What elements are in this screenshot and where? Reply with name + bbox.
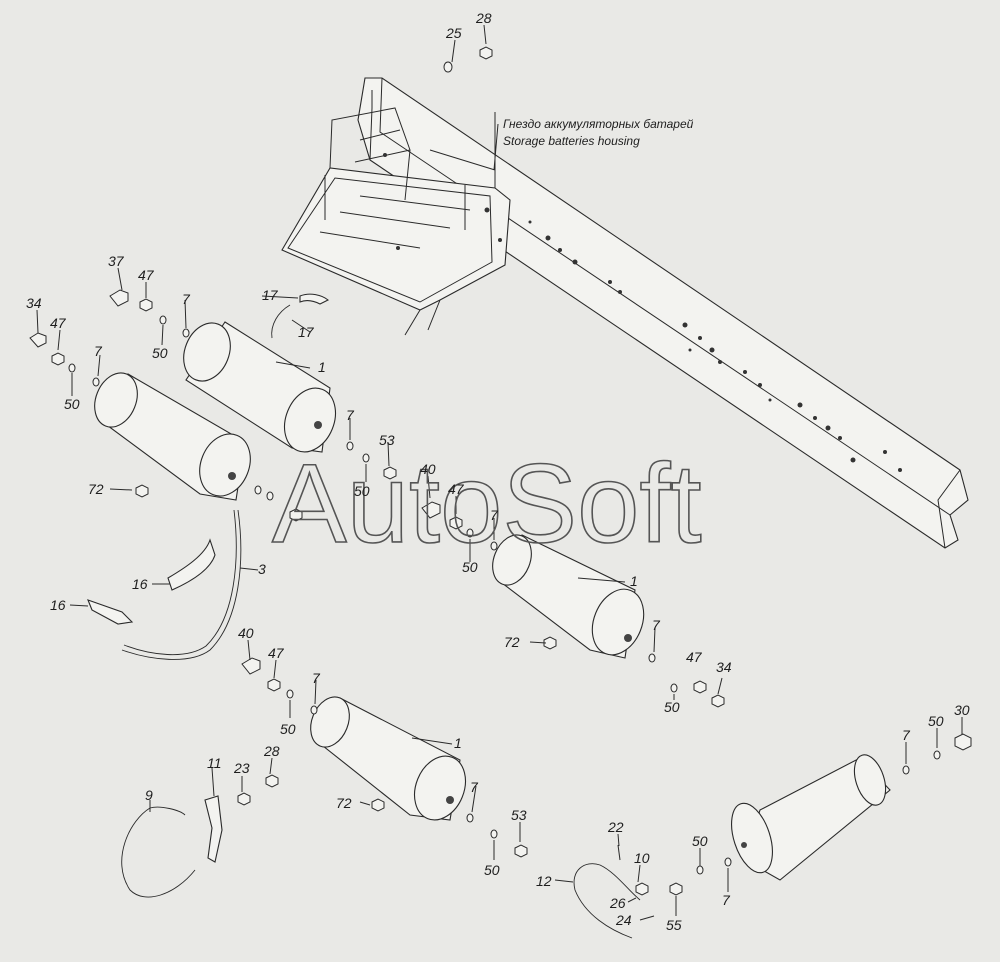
label-l23: 23 xyxy=(233,760,250,776)
frame-side-rail xyxy=(357,77,969,549)
label-l28a: 28 xyxy=(475,10,492,26)
label-l47e: 47 xyxy=(686,649,703,665)
label-l12: 12 xyxy=(536,873,552,889)
wire-22 xyxy=(617,844,621,861)
label-l16b: 16 xyxy=(50,597,66,613)
tube-12 xyxy=(573,863,641,939)
label-l47b: 47 xyxy=(50,315,67,331)
position-labels: 2528374734477507501717175350724047750131… xyxy=(26,10,970,933)
label-l37: 37 xyxy=(108,253,125,269)
label-l50e: 50 xyxy=(280,721,296,737)
label-l72a: 72 xyxy=(88,481,104,497)
label-l47d: 47 xyxy=(268,645,285,661)
label-l22: 22 xyxy=(607,819,624,835)
label-l26: 26 xyxy=(609,895,626,911)
leader-lines xyxy=(36,24,963,921)
label-l50b: 50 xyxy=(64,396,80,412)
label-l47a: 47 xyxy=(138,267,155,283)
battery-housing xyxy=(281,107,511,336)
pad-16-upper xyxy=(167,538,216,591)
label-l7i: 7 xyxy=(722,892,731,908)
label-l7d: 7 xyxy=(490,507,499,523)
label-l55: 55 xyxy=(666,917,682,933)
label-l24: 24 xyxy=(615,912,632,928)
receiver-left xyxy=(94,372,251,501)
receiver-middle-right xyxy=(492,534,645,659)
label-l7a: 7 xyxy=(182,291,191,307)
label-l10: 10 xyxy=(634,850,650,866)
label-l47c: 47 xyxy=(448,481,465,497)
label-l40b: 40 xyxy=(238,625,254,641)
caption-ru: Гнездо аккумуляторных батарей xyxy=(503,117,694,131)
label-l30: 30 xyxy=(954,702,970,718)
label-l50f: 50 xyxy=(664,699,680,715)
watermark: AutoSoft xyxy=(272,441,702,566)
label-l50i: 50 xyxy=(692,833,708,849)
label-l53a: 53 xyxy=(379,432,395,448)
pad-16-lower xyxy=(87,599,134,625)
label-l72b: 72 xyxy=(504,634,520,650)
label-l1a: 1 xyxy=(318,359,326,375)
label-l40a: 40 xyxy=(420,461,436,477)
label-l7e: 7 xyxy=(652,617,661,633)
housing-caption: Гнездо аккумуляторных батарей Storage ba… xyxy=(503,117,694,148)
label-l1b: 1 xyxy=(630,573,638,589)
label-l53b: 53 xyxy=(511,807,527,823)
fittings xyxy=(29,46,972,896)
label-l28b: 28 xyxy=(263,743,280,759)
label-l7g: 7 xyxy=(470,779,479,795)
receiver-lower xyxy=(310,696,467,821)
receiver-bottom-right xyxy=(731,754,891,881)
label-l72c: 72 xyxy=(336,795,352,811)
strap-3 xyxy=(121,509,242,660)
label-l17a: 17 xyxy=(262,287,279,303)
label-l34a: 34 xyxy=(26,295,42,311)
caption-en: Storage batteries housing xyxy=(503,134,640,148)
tube-9 xyxy=(121,806,196,898)
label-l50h: 50 xyxy=(484,862,500,878)
label-l16a: 16 xyxy=(132,576,148,592)
label-l50c: 50 xyxy=(354,483,370,499)
label-l7c: 7 xyxy=(346,407,355,423)
label-l3: 3 xyxy=(258,561,266,577)
bracket-11 xyxy=(204,795,223,863)
label-l25a: 25 xyxy=(445,25,462,41)
label-l7f: 7 xyxy=(312,670,321,686)
pad-17 xyxy=(271,293,329,339)
label-l50a: 50 xyxy=(152,345,168,361)
rail-holes xyxy=(528,220,902,472)
label-l34b: 34 xyxy=(716,659,732,675)
label-l7b: 7 xyxy=(94,343,103,359)
label-l7h: 7 xyxy=(902,727,911,743)
label-l17b: 17 xyxy=(298,324,315,340)
label-l1c: 1 xyxy=(454,735,462,751)
label-l11: 11 xyxy=(207,755,222,771)
receiver-1-upper xyxy=(183,321,337,453)
label-l50d: 50 xyxy=(462,559,478,575)
label-l9: 9 xyxy=(145,787,153,803)
label-l50g: 50 xyxy=(928,713,944,729)
